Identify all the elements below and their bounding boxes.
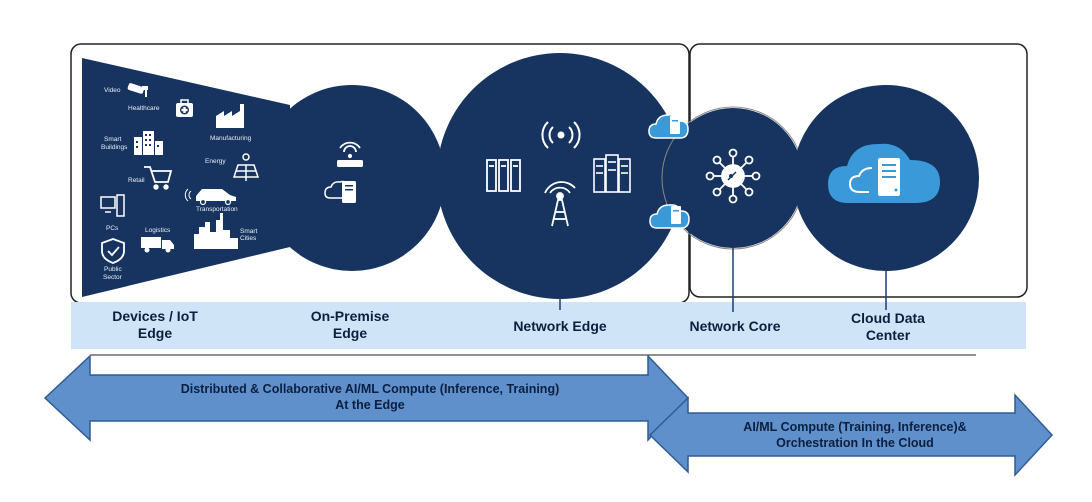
edge-cloud-server-icon-lower [649,204,690,229]
device-label-public-sector-1: Public [104,266,122,273]
tier-label-cloud-line1: Cloud Data [851,310,925,326]
device-label-manufacturing: Manufacturing [210,135,252,142]
server-rack-icon [486,159,521,192]
cell-tower-icon [544,181,576,227]
device-label-pcs: PCs [106,225,119,232]
building-icon [134,131,163,155]
device-label-smart-buildings-2: Buildings [101,144,128,151]
pc-icon [100,194,125,217]
tier-label-devices: Devices / IoT Edge [85,308,225,342]
device-label-smart-cities-2: Cities [240,235,257,242]
tier-label-network-core: Network Core [689,318,781,334]
device-label-video: Video [104,87,121,94]
edge-cloud-server-icon-upper [648,114,689,139]
cloud-compute-arrow [648,393,1054,477]
device-label-public-sector-2: Sector [103,274,123,281]
cloud-arrow-label-line1: AI/ML Compute (Training, Inference)& [743,420,967,434]
device-label-energy: Energy [205,158,226,165]
broadcast-signal-icon [541,121,581,149]
device-label-retail: Retail [128,177,145,184]
edge-arrow-label: Distributed & Collaborative AI/ML Comput… [100,381,640,413]
device-label-logistics: Logistics [145,227,171,234]
edge-arrow-label-line1: Distributed & Collaborative AI/ML Comput… [180,382,560,396]
network-hub-icon [705,148,761,204]
city-skyline-icon [194,213,238,249]
tier-label-on-premise: On-Premise Edge [280,308,420,342]
device-label-smart-cities-1: Smart [240,228,258,235]
tier-label-band [71,302,1026,349]
car-icon [196,189,236,206]
cloud-datacenter-icon [828,143,940,203]
camera-icon [127,83,148,97]
tier-label-cloud-line2: Center [865,327,911,343]
medical-kit-icon [176,99,193,117]
shield-check-icon [101,238,125,264]
wifi-router-icon [337,141,363,167]
tier-label-network-edge: Network Edge [513,318,607,334]
edge-arrow-label-line2: At the Edge [335,398,405,412]
network-edge-circle [437,53,683,299]
tier-label-on-premise-line1: On-Premise [310,308,390,324]
shopping-cart-icon [144,166,173,190]
factory-icon [216,104,244,128]
cloud-arrow-label-line2: Orchestration In the Cloud [776,436,934,450]
device-label-smart-buildings-1: Smart [104,136,122,143]
tier-label-cloud: Cloud Data Center [808,310,968,344]
device-label-healthcare: Healthcare [128,105,160,112]
tier-label-devices-line2: Edge [137,325,173,341]
cloud-arrow-label: AI/ML Compute (Training, Inference)& Orc… [695,419,1015,451]
truck-icon [141,237,174,253]
tier-label-devices-line1: Devices / IoT [112,308,198,324]
cloud-server-icon [324,180,356,203]
tier-label-on-premise-line2: Edge [332,325,368,341]
car-signal-icon [184,188,192,202]
data-center-icon [593,154,631,193]
on-premise-circle [259,85,445,271]
solar-panel-icon [232,153,260,181]
device-label-transportation: Transportation [196,206,238,213]
